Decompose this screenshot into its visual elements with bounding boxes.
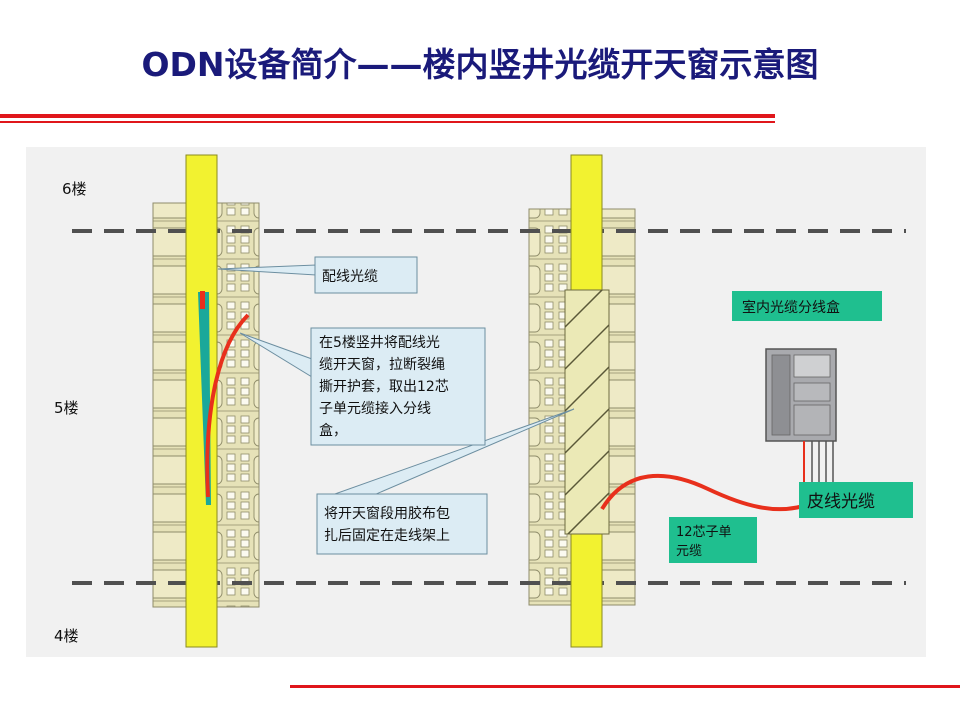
- label-indoor-box: 室内光缆分线盒: [742, 299, 840, 316]
- label-subunit-cable: 12芯子单 元缆: [676, 525, 736, 559]
- label-box-indoor-box: [732, 291, 882, 321]
- floor-label-6: 6楼: [62, 180, 87, 198]
- fiber-end-marker: [200, 291, 205, 309]
- tape-wrap-lines: [565, 290, 609, 534]
- title-rule-thick: [0, 114, 775, 118]
- callout-text-open-window: 在5楼竖井将配线光 缆开天窗，拉断裂绳 撕开护套，取出12芯 子单元缆接入分线 …: [319, 335, 453, 439]
- indoor-distribution-box: [765, 348, 837, 485]
- callout-box-cable: [314, 256, 418, 294]
- floor-label-5: 5楼: [54, 399, 79, 417]
- page-title: ODN设备简介——楼内竖井光缆开天窗示意图: [141, 45, 819, 84]
- title-rule-thin: [0, 121, 775, 123]
- callout-box-open-window: [310, 327, 486, 446]
- label-box-drop-cable: [799, 482, 913, 518]
- extracted-subunit-fiber: [205, 313, 250, 498]
- callout-text-wrap-fix: 将开天窗段用胶布包 扎后固定在走线架上: [324, 505, 454, 544]
- riser-diagram: 配线光缆 在5楼竖井将配线光 缆开天窗，拉断裂绳 撕开护套，取出12芯 子单元缆…: [26, 147, 926, 657]
- taped-window-section: [564, 289, 610, 535]
- footer-rule: [290, 685, 960, 688]
- subunit-cable-route: [600, 473, 813, 512]
- floor-label-4: 4楼: [54, 627, 79, 645]
- callout-label-distribution-cable: 配线光缆: [322, 269, 378, 285]
- callout-box-wrap-fix: [316, 493, 488, 555]
- label-box-subunit-cable: [669, 517, 757, 563]
- label-drop-cable: 皮线光缆: [807, 492, 875, 512]
